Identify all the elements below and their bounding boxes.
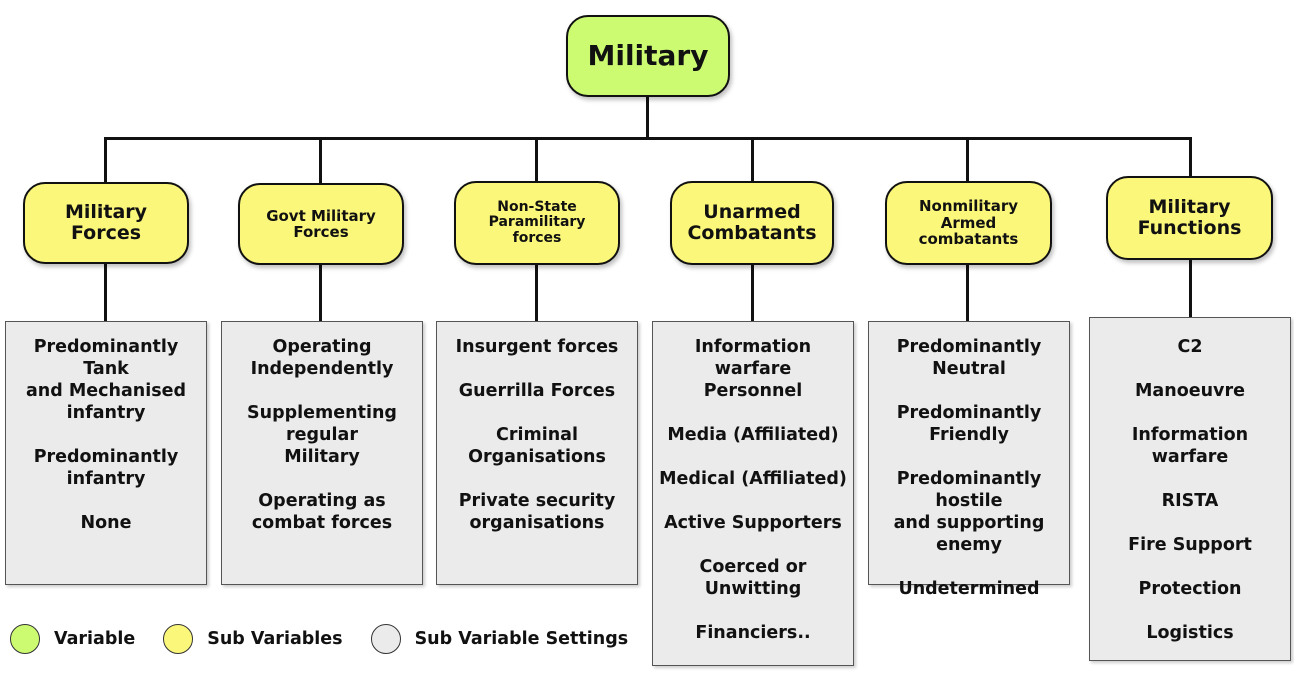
setting-item: Information warfare Personnel <box>694 337 812 401</box>
sub-variable-label: Govt Military Forces <box>266 206 376 241</box>
setting-item: Predominantly Tank and Mechanised infant… <box>25 337 187 423</box>
setting-item: Predominantly Friendly <box>896 403 1042 445</box>
setting-item: Insurgent forces <box>455 337 619 357</box>
setting-item: Predominantly Neutral <box>896 337 1042 379</box>
setting-item: Private security organisations <box>458 491 616 533</box>
settings-link-line <box>319 263 322 322</box>
branch-line <box>1189 139 1192 178</box>
settings-box-unarmed-combatants: Information warfare Personnel Media (Aff… <box>652 321 854 666</box>
settings-link-line <box>535 262 538 322</box>
legend-swatch-sub-variables <box>163 624 194 654</box>
root-variable-node: Military <box>566 15 730 97</box>
legend-swatch-variable <box>10 624 40 654</box>
legend-swatch-sub-variable-settings <box>370 624 401 654</box>
branch-line <box>966 139 969 182</box>
sub-variable-label: Military Functions <box>1137 196 1242 239</box>
legend: Variable Sub Variables Sub Variable Sett… <box>10 621 656 657</box>
sub-variable-label: Unarmed Combatants <box>687 201 817 244</box>
settings-box-military-functions: C2 Manoeuvre Information warfare RISTA F… <box>1089 317 1291 661</box>
sub-variable-label: Nonmilitary Armed combatants <box>918 197 1019 249</box>
settings-box-military-forces: Predominantly Tank and Mechanised infant… <box>5 321 207 585</box>
setting-item: Financiers.. <box>695 623 811 643</box>
sub-variable-node-unarmed-combatants: Unarmed Combatants <box>670 181 834 265</box>
branch-line <box>104 139 107 183</box>
settings-box-non-state-paramilitary-forces: Insurgent forces Guerrilla Forces Crimin… <box>436 321 638 585</box>
branch-line <box>319 139 322 184</box>
settings-link-line <box>104 262 107 322</box>
setting-item: Supplementing regular Military <box>247 403 397 467</box>
setting-item: Media (Affiliated) <box>667 425 839 445</box>
setting-item: Operating Independently <box>250 337 394 379</box>
sub-variable-node-military-functions: Military Functions <box>1106 176 1273 260</box>
sub-variable-node-military-forces: Military Forces <box>23 182 189 264</box>
setting-item: Coerced or Unwitting <box>699 557 807 599</box>
legend-label: Sub Variable Settings <box>414 629 629 649</box>
setting-item: Predominantly hostile and supporting ene… <box>893 469 1045 555</box>
settings-link-line <box>1189 257 1192 318</box>
branch-line <box>751 139 754 182</box>
setting-item: Manoeuvre <box>1135 381 1245 401</box>
sub-variable-node-nonmilitary-armed-combatants: Nonmilitary Armed combatants <box>885 181 1052 265</box>
settings-box-nonmilitary-armed-combatants: Predominantly Neutral Predominantly Frie… <box>868 321 1070 599</box>
root-stem-line <box>646 95 649 139</box>
setting-item: Guerrilla Forces <box>458 381 616 401</box>
setting-item: Medical (Affiliated) <box>659 469 847 489</box>
setting-item: Predominantly infantry <box>33 447 179 489</box>
setting-item: RISTA <box>1161 491 1219 511</box>
setting-item: Fire Support <box>1128 535 1252 555</box>
sub-variable-label: Non-State Paramilitary forces <box>488 198 586 246</box>
settings-link-line <box>751 263 754 322</box>
sub-variable-node-non-state-paramilitary-forces: Non-State Paramilitary forces <box>454 181 620 265</box>
root-variable-label: Military <box>587 38 709 72</box>
setting-item: Criminal Organisations <box>468 425 606 467</box>
setting-item: Undetermined <box>898 579 1040 599</box>
setting-item: C2 <box>1177 337 1203 357</box>
setting-item: None <box>80 513 132 533</box>
settings-box-govt-military-forces: Operating Independently Supplementing re… <box>221 321 423 585</box>
setting-item: Protection <box>1138 579 1242 599</box>
setting-item: Logistics <box>1146 623 1234 643</box>
sub-variable-node-govt-military-forces: Govt Military Forces <box>238 183 404 265</box>
branch-line <box>535 139 538 182</box>
settings-link-line <box>966 263 969 322</box>
sub-variable-label: Military Forces <box>64 201 148 244</box>
setting-item: Operating as combat forces <box>251 491 393 533</box>
setting-item: Information warfare <box>1131 425 1249 467</box>
legend-label: Variable <box>54 629 136 649</box>
legend-label: Sub Variables <box>207 629 343 649</box>
horizontal-bus-line <box>104 137 1192 140</box>
setting-item: Active Supporters <box>664 513 842 533</box>
